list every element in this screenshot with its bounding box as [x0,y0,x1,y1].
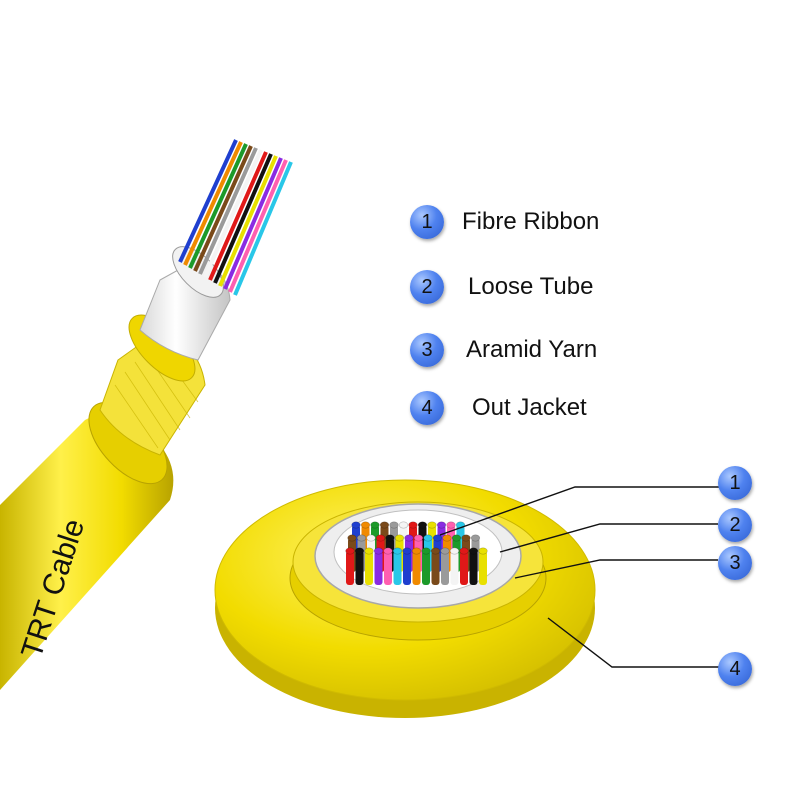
fibre-end [373,547,384,555]
loose-tube-end-face [172,246,224,298]
fibre-end [432,534,443,542]
fibre-strand [460,551,468,585]
fibre-end [411,547,422,555]
callout-lines [439,486,720,668]
fibre-end [364,547,374,555]
fibre-end [440,547,450,555]
fibre-end [461,534,471,542]
fibre-strand [450,551,459,585]
fibre-strand [422,551,430,585]
fibre-end [354,547,365,555]
fibre-end [446,521,456,529]
callout-badge-3: 3 [718,546,752,580]
fibre-end [375,534,386,542]
legend-label: Loose Tube [468,273,594,300]
fibre-strand [469,551,478,585]
callout-line-2 [499,523,718,553]
cross-section [214,479,596,718]
fibre-bundle [345,521,488,585]
legend-item-fibre-ribbon: 1 Fibre Ribbon [410,202,599,242]
fibre-end [379,521,390,529]
fibre-end [442,534,452,542]
fibre-end [404,534,414,542]
fibre-strand [479,551,487,585]
fibre-end [389,521,399,529]
fibre-end [366,534,376,542]
callout-line-4 [547,617,720,668]
fibre-strand [403,551,411,585]
legend-label: Aramid Yarn [466,336,598,363]
fibre-end [436,521,447,529]
fibre-end [408,521,418,529]
fibre-end [351,521,361,529]
fibre-strand [441,551,449,585]
fibre-end [394,534,405,542]
fibre-end [470,534,481,542]
fibre-end [459,547,469,555]
fibre-strand [431,551,440,585]
fibre-strand [412,551,421,585]
number-badge: 2 [410,270,444,304]
legend-item-out-jacket: 4 Out Jacket [410,388,587,428]
fibre-end [417,521,428,529]
fibre-end [347,534,357,542]
fibre-strand [365,551,373,585]
callout-badge-4: 4 [718,652,752,686]
legend-item-aramid-yarn: 3 Aramid Yarn [410,330,597,370]
fibre-end [402,547,412,555]
fibre-end [370,521,380,529]
callout-badge-1: 1 [718,466,752,500]
legend-item-loose-tube: 2 Loose Tube [410,267,593,307]
fibre-end [427,521,437,529]
fibre-end [468,547,479,555]
fibre-end [423,534,433,542]
fibre-ribbon-strands [178,139,293,296]
fibre-end [449,547,460,555]
fibre-end [421,547,431,555]
legend-label: Out Jacket [472,394,587,421]
number-badge: 3 [410,333,444,367]
fibre-end [398,521,409,529]
callout-badge-2: 2 [718,508,752,542]
fibre-end [451,534,462,542]
fibre-strand [393,551,402,585]
fibre-end [478,547,488,555]
cable-jacket [0,413,174,690]
fibre-end [356,534,367,542]
fibre-end [392,547,403,555]
cable-cutaway: TRT Cable [0,139,293,690]
fibre-strand [384,551,392,585]
fibre-end [383,547,393,555]
callout-line-1 [439,486,720,536]
fibre-end [360,521,371,529]
fibre-end [385,534,395,542]
callout-line-3 [514,559,718,579]
legend-label: Fibre Ribbon [462,208,600,235]
fibre-strand [374,551,383,585]
number-badge: 4 [410,391,444,425]
fibre-end [345,547,355,555]
fibre-end [430,547,441,555]
fibre-strand [346,551,354,585]
number-badge: 1 [410,205,444,239]
fibre-end [413,534,424,542]
fibre-strand [355,551,364,585]
